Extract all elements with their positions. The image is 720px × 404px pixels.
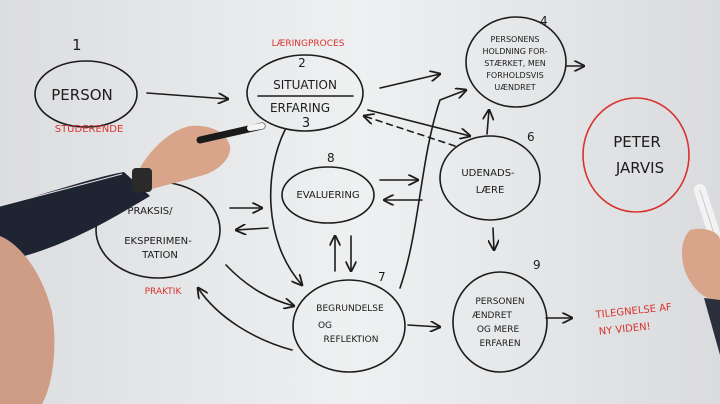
- arrow-begrundelse-to-personen: [407, 325, 440, 327]
- node-begrundelse: 7 BEGRUNDELSE OG REFLEKTION: [292, 270, 406, 373]
- situation-line1: SITUATION: [273, 78, 337, 92]
- arrow-udenads-to-personen: [493, 227, 494, 250]
- ellipse-situation: [246, 54, 364, 132]
- author-line2: JARVIS: [615, 159, 664, 177]
- person-sublabel: STUDERENDE: [55, 124, 124, 135]
- ellipse-holdning: [465, 16, 567, 108]
- person-label: PERSON: [51, 86, 113, 104]
- node-number-4: 4: [540, 14, 548, 28]
- begrundelse-line2: OG: [318, 321, 332, 331]
- praksis-sublabel: PRAKTIK: [145, 287, 183, 297]
- personen-line3: OG MERE: [477, 325, 520, 335]
- author-ellipse: [582, 97, 690, 213]
- begrundelse-line3: REFLEKTION: [324, 335, 379, 345]
- marker-cap: [247, 123, 265, 131]
- ellipse-evaluering: [281, 166, 375, 224]
- wristwatch: [132, 168, 152, 192]
- udenads-line1: UDENADS-: [461, 168, 515, 179]
- foreground-hand-blur: [0, 236, 55, 404]
- node-number-3: 3: [302, 116, 310, 131]
- node-situation: LÆRINGPROCES 2 SITUATION ERFARING 3: [246, 39, 364, 132]
- right-hand: [682, 228, 720, 301]
- node-number-1: 1: [72, 36, 82, 54]
- arrow-udenads-to-situation-dashed: [364, 116, 456, 147]
- node-personen: 9 PERSONEN ÆNDRET OG MERE ERFAREN: [452, 258, 548, 373]
- side-note-line2: NY VIDEN!: [598, 321, 651, 337]
- node-holdning: 4 PERSONENS HOLDNING FOR- STÆRKET, MEN F…: [465, 14, 567, 108]
- arrow-person-to-situation: [146, 92, 228, 99]
- ellipse-begrundelse: [292, 279, 406, 373]
- arrow-begrundelse-to-praksis: [198, 288, 293, 351]
- personen-line2: ÆNDRET: [472, 311, 512, 321]
- ellipse-person: [34, 60, 138, 128]
- node-number-2: 2: [298, 56, 306, 70]
- node-person: 1 PERSON STUDERENDE: [34, 36, 138, 135]
- author-line1: PETER: [613, 133, 661, 151]
- arrow-situation-to-holdning: [379, 74, 440, 89]
- holdning-line3: STÆRKET, MEN: [484, 59, 546, 68]
- arrow-praksis-to-begrundelse: [225, 264, 294, 306]
- personen-line4: ERFAREN: [479, 339, 520, 349]
- holdning-line5: UÆNDRET: [494, 83, 535, 92]
- sleeve-stripe: [0, 173, 123, 207]
- node-udenads: 6 UDENADS- LÆRE: [439, 130, 541, 221]
- arrows: [146, 66, 584, 351]
- arrow-situation-to-udenads: [367, 109, 470, 136]
- node-number-9: 9: [533, 258, 541, 272]
- evaluering-label: EVALUERING: [296, 190, 359, 201]
- praksis-line1: PRAKSIS/: [128, 206, 174, 217]
- arrow-evaluering-to-praksis: [236, 228, 269, 230]
- begrundelse-line1: BEGRUNDELSE: [316, 304, 384, 314]
- presenter-right-hand: [682, 184, 720, 355]
- ellipse-personen: [452, 271, 548, 373]
- ellipse-udenads: [439, 135, 541, 221]
- udenads-line2: LÆRE: [476, 185, 505, 196]
- holdning-line1: PERSONENS: [491, 35, 540, 44]
- author-circle: PETER JARVIS: [582, 97, 690, 213]
- holdning-line2: HOLDNING FOR-: [482, 47, 547, 56]
- sleeve: [0, 172, 150, 262]
- right-marker-edge: [699, 189, 717, 241]
- praksis-line3: TATION: [141, 250, 178, 261]
- arrow-situation-to-begrundelse: [269, 129, 302, 285]
- personen-line1: PERSONEN: [475, 297, 524, 307]
- arrow-udenads-to-holdning: [487, 110, 489, 135]
- holdning-line4: FORHOLDSVIS: [486, 71, 543, 80]
- situation-top-label: LÆRINGPROCES: [272, 39, 345, 49]
- node-evaluering: 8 EVALUERING: [281, 151, 375, 224]
- right-sleeve: [704, 298, 720, 355]
- situation-line2: ERFARING: [270, 101, 330, 115]
- node-number-7: 7: [378, 270, 386, 284]
- node-number-8: 8: [327, 151, 335, 165]
- praksis-line2: EKSPERIMEN-: [124, 236, 192, 247]
- presenter-left-arm: [0, 122, 266, 404]
- node-number-6: 6: [527, 130, 535, 144]
- arrow-begrundelse-to-holdning: [399, 90, 466, 289]
